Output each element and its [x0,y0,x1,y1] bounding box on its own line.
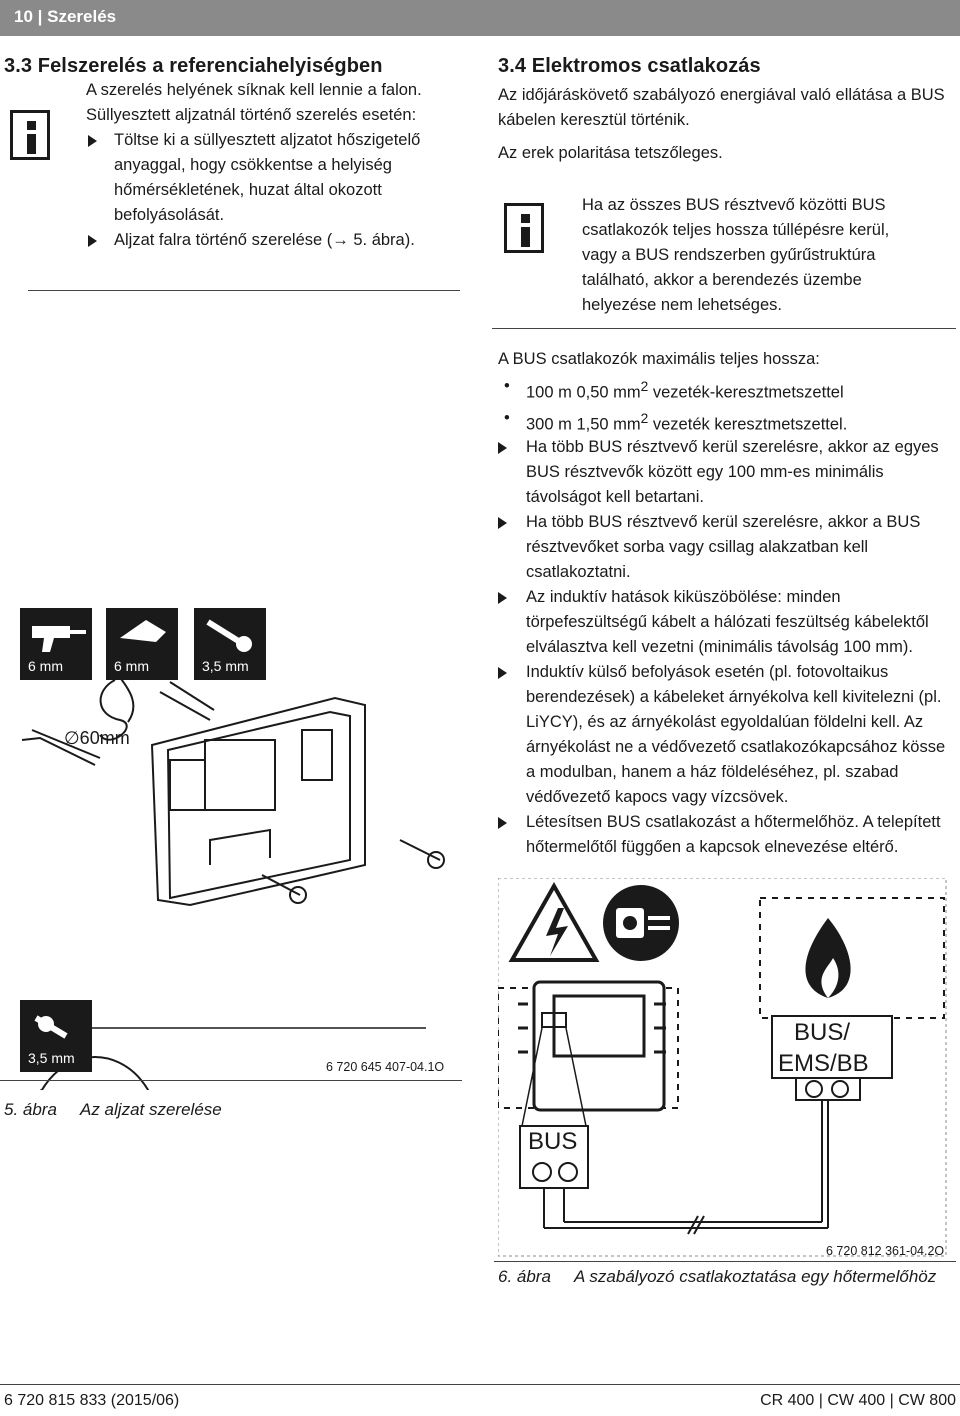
screw-icon [34,1015,68,1039]
footer-divider [0,1384,960,1385]
figure-5-caption: Az aljzat szerelése [80,1100,222,1119]
arrow-icon [498,817,507,829]
divider [492,328,956,329]
divider [0,1080,462,1081]
bullet-item: • 100 m 0,50 mm2 vezeték-keresztmetszett… [504,377,844,402]
figure-5-number: 5. ábra [4,1100,57,1119]
arrow-icon [498,592,507,604]
divider [494,1261,956,1262]
drill-icon [32,626,86,652]
info-icon [504,203,544,253]
dowel-tool-box: 6 mm [106,608,178,680]
para-2: Az erek polaritása tetszőleges. [498,144,723,162]
footer-doc-id: 6 720 815 833 (2015/06) [4,1392,180,1409]
step-item: Induktív külső befolyások esetén (pl. fo… [498,660,950,810]
step-item: Az induktív hatások kiküszöbölése: minde… [498,585,950,660]
section-title-3-4: 3.4 Elektromos csatlakozás [498,55,761,77]
ems-label-1: BUS/ [794,1019,851,1046]
info-block: A szerelés helyének síknak kell lennie a… [86,78,446,253]
diameter-label: ∅60mm [64,728,130,748]
step-list: Ha több BUS résztvevő kerül szerelésre, … [498,435,950,860]
step-item: Ha több BUS résztvevő kerül szerelésre, … [498,435,950,510]
info-line-2: Süllyesztett aljzatnál történő szerelés … [86,106,417,124]
screw-icon [206,619,252,652]
drill-tool-box: 6 mm [20,608,92,680]
step-item: Töltse ki a süllyesztett aljzatot hőszig… [86,128,446,228]
footer-products: CR 400 | CW 400 | CW 800 [760,1392,956,1409]
info-note: Ha az összes BUS résztvevő közötti BUS c… [582,196,890,314]
step-item: Létesítsen BUS csatlakozást a hőtermelőh… [498,810,950,860]
page-header-bar [0,0,960,36]
screw-tool-box: 3,5 mm [194,608,266,680]
bullet-list: • 100 m 0,50 mm2 vezeték-keresztmetszett… [498,374,948,437]
para-1: Az időjáráskövető szabályozó energiával … [498,86,945,129]
arrow-icon [88,235,97,247]
figure-6-caption: A szabályozó csatlakoztatása egy hőterme… [574,1267,937,1286]
arrow-icon [498,442,507,454]
max-length-intro: A BUS csatlakozók maximális teljes hossz… [498,350,820,368]
ems-label-2: EMS/BB [778,1050,869,1077]
info-icon [10,110,50,160]
dowel-icon [120,620,166,642]
connection-figure [498,878,947,1257]
page-header-title: 10 | Szerelés [14,7,117,26]
mounting-figure [21,674,445,1090]
arrow-icon [498,517,507,529]
divider [28,290,460,291]
figure-6-number: 6. ábra [498,1267,551,1286]
section-title-3-3: 3.3 Felszerelés a referenciahelyiségben [4,55,383,77]
figure-6-doc-number: 6 720 812 361-04.2O [826,1244,945,1258]
step-item: Ha több BUS résztvevő kerül szerelésre, … [498,510,950,585]
arrow-icon [88,135,97,147]
arrow-icon [498,667,507,679]
bus-label: BUS [528,1128,578,1155]
info-line-1: A szerelés helyének síknak kell lennie a… [86,81,422,99]
bullet-item: • 300 m 1,50 mm2 vezeték keresztmetszett… [504,408,848,434]
step-item: Aljzat falra történő szerelése (→ 5. ábr… [86,228,446,253]
figure-5-doc-number: 6 720 645 407-04.1O [326,1060,445,1074]
flame-icon [805,918,851,998]
screw-tool-box-2: 3,5 mm [20,1000,92,1072]
